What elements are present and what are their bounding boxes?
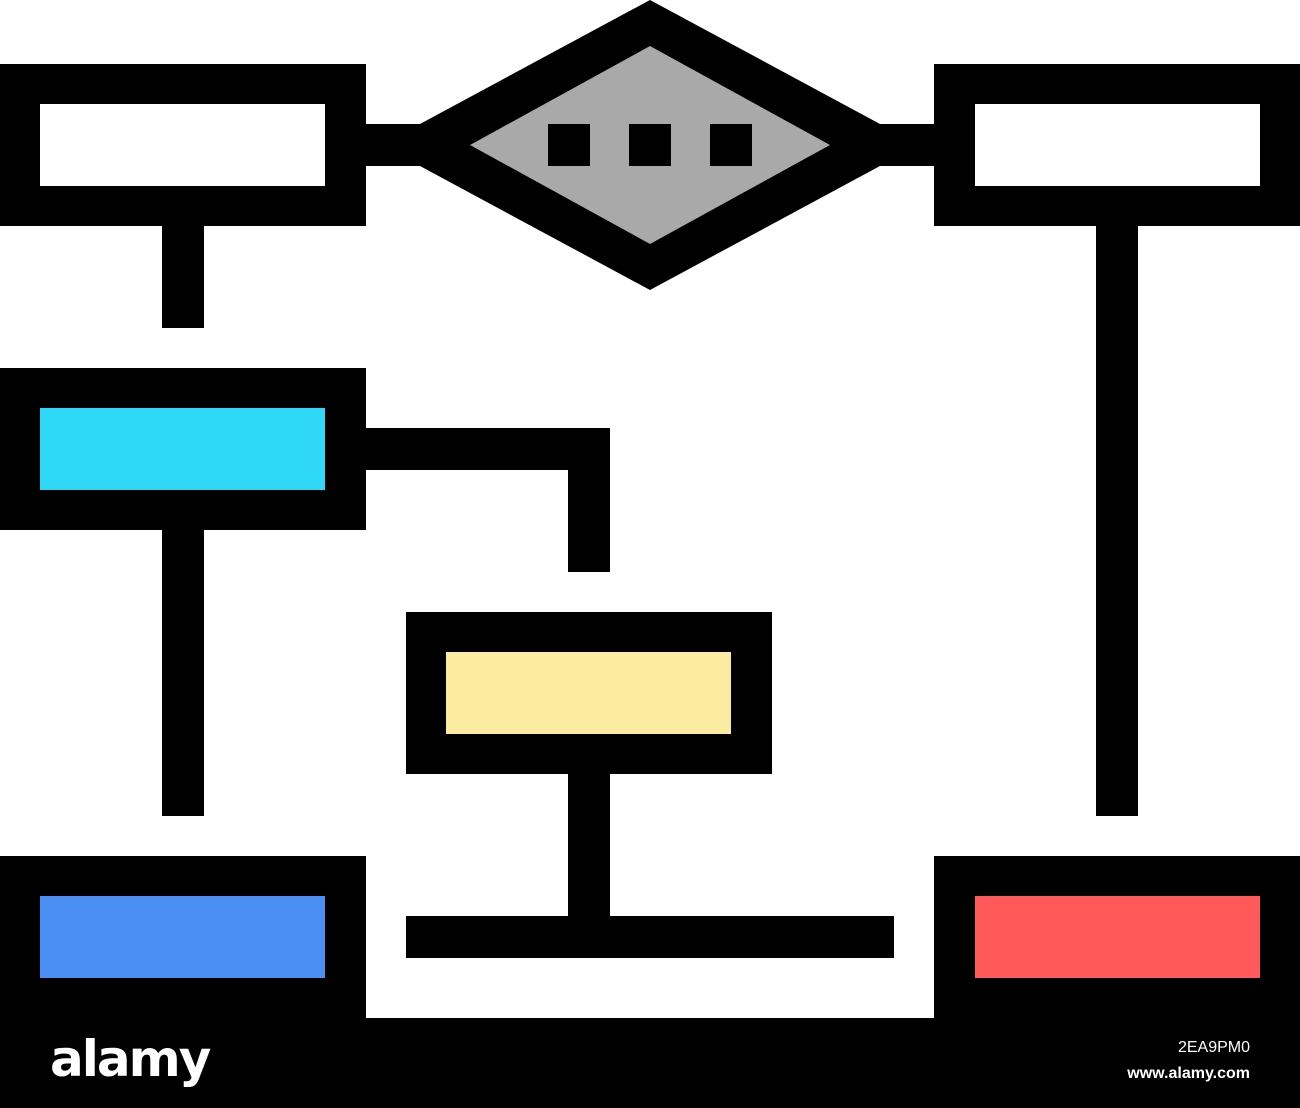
box-bottom-right: [934, 856, 1300, 1020]
flowchart-icon: [0, 0, 1300, 1020]
box-inner: [40, 408, 325, 490]
ellipsis-dot: [548, 124, 590, 166]
box-center: [406, 612, 772, 774]
box-inner: [975, 104, 1260, 186]
box-inner: [446, 652, 731, 734]
connector-mid-left-down: [162, 528, 204, 816]
connector-decision-right: [876, 124, 936, 166]
ellipsis-icon: [548, 124, 752, 166]
ellipsis-dot: [710, 124, 752, 166]
box-inner: [975, 896, 1260, 978]
brand-logo: alamy: [50, 1030, 211, 1088]
connectors: [162, 124, 1138, 958]
connector-center-stem: [568, 772, 610, 918]
box-inner: [40, 896, 325, 978]
box-inner: [40, 104, 325, 186]
ellipsis-dot: [629, 124, 671, 166]
connector-decision-left: [364, 124, 424, 166]
box-top-left: [0, 64, 366, 226]
connector-center-base: [406, 916, 894, 958]
box-mid-left: [0, 368, 366, 530]
image-id: 2EA9PM0: [1177, 1039, 1250, 1056]
box-top-right: [934, 64, 1300, 226]
box-bottom-left: [0, 856, 366, 1020]
watermark-footer: alamy 2EA9PM0 www.alamy.com: [0, 1018, 1300, 1108]
connector-mid-left-elbow: [364, 428, 610, 572]
diamond-decision-icon: [420, 0, 880, 290]
connector-top-left-down: [162, 224, 204, 328]
connector-right-vertical: [1096, 224, 1138, 816]
site-url: www.alamy.com: [1127, 1065, 1250, 1082]
